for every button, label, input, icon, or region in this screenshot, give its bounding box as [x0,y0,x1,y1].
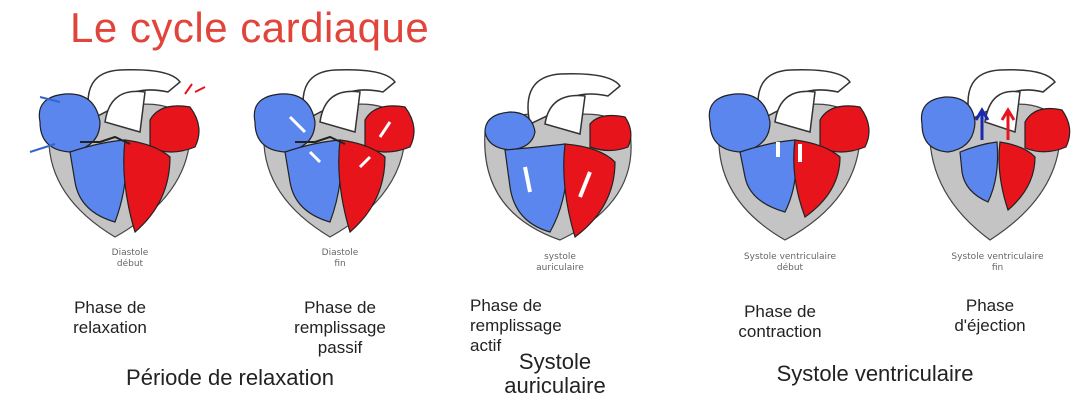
heart-diagram-diastole-debut [20,62,220,242]
stage-small-label: Diastole début [95,248,165,270]
heart-diagram-systole-ventriculaire-fin [900,62,1090,242]
heart-diagram-diastole-fin [235,62,435,242]
phase-label: Phase d'éjection [925,296,1055,336]
period-label-relaxation: Période de relaxation [60,366,400,390]
phase-label: Phase de remplissage passif [275,298,405,358]
stage-small-label: Diastole fin [305,248,375,270]
period-label-systole-ventriculaire: Systole ventriculaire [705,362,1045,386]
phase-label: Phase de relaxation [50,298,170,338]
stage-small-label: Systole ventriculaire fin [925,252,1070,274]
phase-label: Phase de remplissage actif [470,296,600,356]
period-label-systole-auriculaire: Systole auriculaire [470,350,640,398]
heart-diagram-systole-ventriculaire-debut [690,62,890,242]
heart-diagram-systole-auriculaire [460,62,660,242]
page-title: Le cycle cardiaque [70,4,429,52]
stage-small-label: Systole ventriculaire début [720,252,860,274]
stage-small-label: systole auriculaire [520,252,600,274]
phase-label: Phase de contraction [715,302,845,342]
